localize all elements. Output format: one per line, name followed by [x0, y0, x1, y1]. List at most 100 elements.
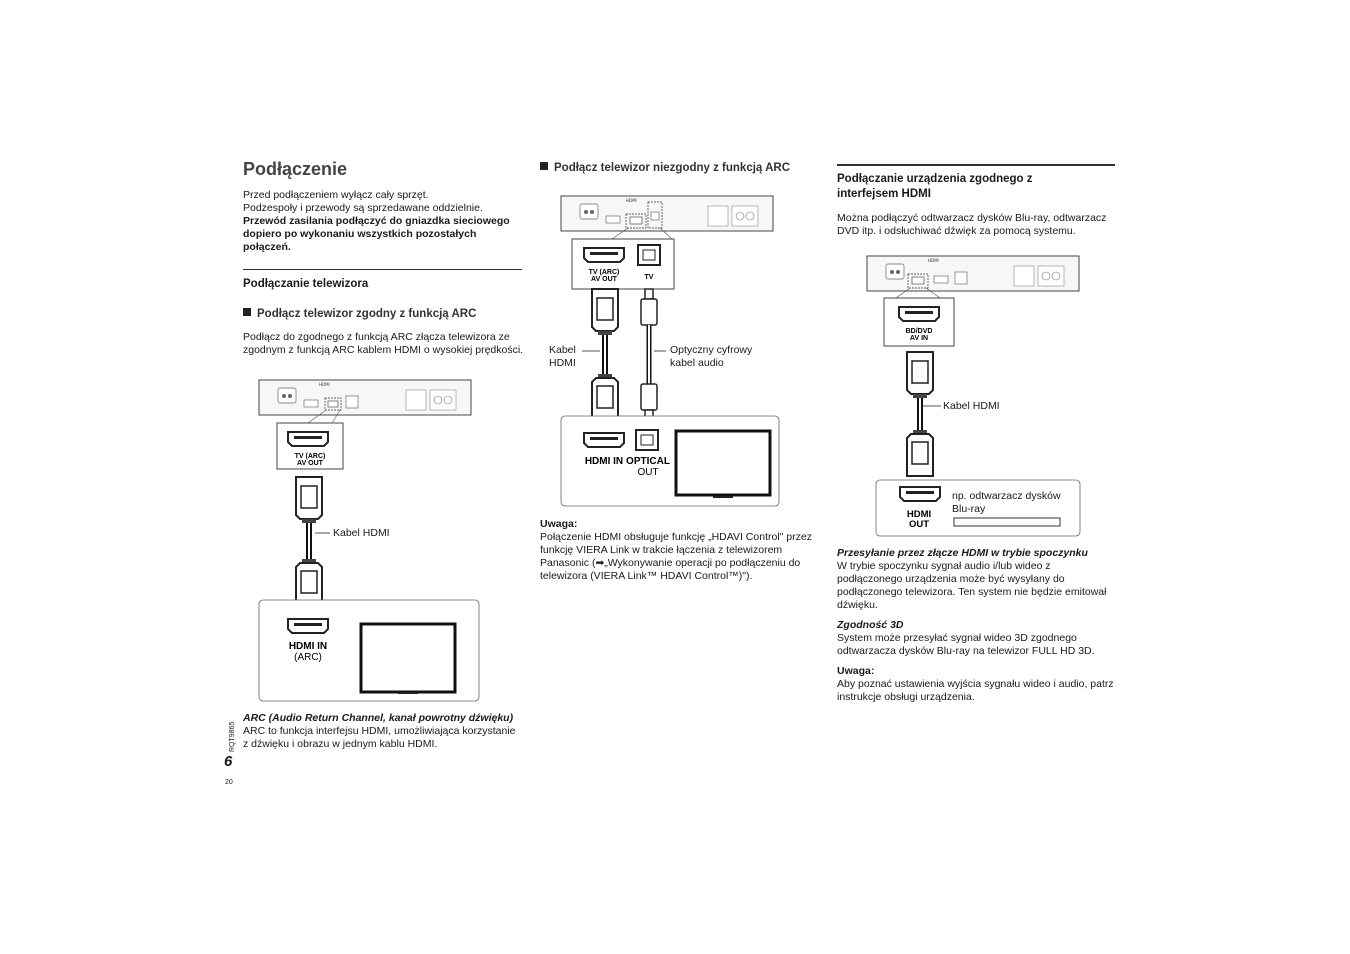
heading-line: Podłączanie urządzenia zgodnego z	[837, 173, 1033, 185]
arc-heading: Podłącz telewizor zgodny z funkcją ARC	[243, 307, 476, 322]
non-arc-heading-text: Podłącz telewizor niezgodny z funkcją AR…	[554, 162, 790, 174]
intro-line: Przed podłączeniem wyłącz cały sprzęt.	[243, 189, 429, 201]
cable-label-hdmi: HDMI	[549, 357, 576, 369]
hdmi-device-connection-diagram: HDMI BD/DVD AV IN HDMI OUT	[866, 255, 1081, 537]
note-line: Połączenie HDMI obsługuje funkcję „HDAVI…	[540, 531, 812, 543]
hdmi-input-port-highlight	[907, 273, 929, 289]
note-line: Panasonic (➡„Wykonywanie operacji po pod…	[540, 557, 801, 569]
tv-port-label-hdmi-in: HDMI IN	[289, 641, 327, 652]
optical-port-highlight	[647, 201, 663, 229]
non-arc-connection-diagram: HDMI TV (ARC) AV OUT TV HDMI IN OPTICAL …	[560, 195, 780, 507]
tv-port-label-arc: (ARC)	[294, 652, 322, 663]
3d-line: System może przesyłać sygnał wideo 3D zg…	[837, 632, 1077, 644]
hdmi-arc-port-highlight	[324, 397, 342, 411]
square-bullet-icon	[243, 308, 251, 316]
note-line: telewizora (VIERA Link™ HDAVI Control™)"…	[540, 570, 753, 582]
standby-line: podłączonego urządzenia może być wysyłan…	[837, 573, 1065, 585]
disc-tray-icon	[953, 517, 1061, 527]
hdmi-logo-small: HDMI	[928, 258, 939, 263]
arc-connection-diagram: HDMI TV (ARC) AV OUT HDMI IN (ARC)	[258, 379, 480, 702]
intro-text: Przed podłączeniem wyłącz cały sprzęt. P…	[243, 189, 533, 254]
intro-line: Można podłączyć odtwarzacz dysków Blu-ra…	[837, 212, 1107, 224]
tv-port-label-optical: OPTICAL	[626, 456, 670, 467]
arc-note: ARC (Audio Return Channel, kanał powrotn…	[243, 712, 533, 751]
cable-label-audio: kabel audio	[670, 357, 724, 369]
note-line: funkcję VIERA Link w trakcie łączenia z …	[540, 544, 783, 556]
optical-plug-icon	[644, 288, 654, 300]
section-rule	[837, 164, 1115, 166]
3d-section: Zgodność 3D System może przesyłać sygnał…	[837, 619, 1127, 658]
3d-line: odtwarzacza dysków Blu-ray na telewizor …	[837, 645, 1095, 657]
note-title: Uwaga:	[837, 665, 875, 677]
ac-inlet-icon	[885, 263, 905, 280]
intro-bold-line: Przewód zasilania podłączyć do gniazdka …	[243, 215, 510, 227]
speaker-terminal-icon	[731, 205, 759, 227]
intro-bold-line: dopiero po wykonaniu wszystkich pozostał…	[243, 228, 477, 240]
arc-heading-text: Podłącz telewizor zgodny z funkcją ARC	[257, 308, 477, 320]
port-label-av-in: AV IN	[910, 335, 928, 342]
note-line: instrukcje obsługi urządzenia.	[837, 691, 975, 703]
arc-text-line: Podłącz do zgodnego z funkcją ARC złącza…	[243, 331, 510, 343]
section-rule	[243, 269, 522, 270]
optical-port-icon	[954, 271, 968, 285]
square-bullet-icon	[540, 162, 548, 170]
tv-port-label-hdmi-in: HDMI IN	[585, 456, 623, 467]
note-title: Uwaga:	[540, 518, 578, 530]
port-label-bd-dvd: BD/DVD	[906, 328, 933, 335]
standby-title: Przesyłanie przez złącze HDMI w trybie s…	[837, 547, 1088, 559]
page-number: 6	[224, 753, 233, 770]
standby-line: W trybie spoczynku sygnał audio i/lub wi…	[837, 560, 1051, 572]
optical-port-icon	[345, 395, 359, 409]
speaker-terminal-icon	[429, 389, 457, 411]
arc-note-line: z dźwięku i obrazu w jednym kablu HDMI.	[243, 738, 438, 750]
cable-label-hdmi: Kabel HDMI	[943, 400, 1000, 412]
side-code: RQT9865	[229, 721, 236, 752]
port-label-tv-arc: TV (ARC)	[295, 453, 326, 460]
intro-bold-line: połączeń.	[243, 241, 291, 253]
standby-line: dźwięku.	[837, 599, 878, 611]
arc-note-line: ARC to funkcja interfejsu HDMI, umożliwi…	[243, 725, 516, 737]
optical-port-icon	[650, 211, 660, 221]
speaker-terminal-icon	[405, 389, 427, 411]
hdmi-device-intro: Można podłączyć odtwarzacz dysków Blu-ra…	[837, 212, 1122, 238]
intro-line: DVD itp. i odsłuchiwać dźwięk za pomocą …	[837, 225, 1076, 237]
hdmi-logo-small: HDMI	[626, 198, 637, 203]
port-label-tv: TV	[645, 274, 654, 281]
hdmi-port-icon	[303, 399, 319, 408]
device-port-label-hdmi: HDMI	[907, 509, 931, 520]
cable-label-hdmi: Kabel HDMI	[333, 527, 390, 539]
speaker-terminal-icon	[707, 205, 729, 227]
port-label-av-out: AV OUT	[591, 276, 618, 283]
ac-inlet-icon	[277, 387, 297, 404]
3d-title: Zgodność 3D	[837, 619, 904, 631]
middle-note: Uwaga: Połączenie HDMI obsługuje funkcję…	[540, 518, 825, 583]
speaker-terminal-icon	[1013, 265, 1035, 287]
arc-text-line: zgodnym z funkcją ARC kablem HDMI o wyso…	[243, 344, 524, 356]
tv-screen-icon	[674, 429, 772, 497]
optical-plug-icon	[640, 383, 658, 411]
port-label-tv-arc: TV (ARC)	[589, 269, 620, 276]
hdmi-port-icon	[605, 215, 621, 224]
ac-inlet-icon	[579, 203, 599, 220]
device-port-label-out: OUT	[909, 519, 929, 530]
tv-screen-icon	[359, 622, 457, 694]
hdmi-port-highlight	[625, 213, 647, 229]
arc-text: Podłącz do zgodnego z funkcją ARC złącza…	[243, 331, 533, 357]
hdmi-port-icon	[933, 275, 949, 284]
arc-note-title: ARC (Audio Return Channel, kanał powrotn…	[243, 712, 514, 724]
intro-line: Podzespoły i przewody są sprzedawane odd…	[243, 202, 483, 214]
non-arc-heading: Podłącz telewizor niezgodny z funkcją AR…	[540, 161, 790, 176]
device-label-line2: Blu-ray	[952, 503, 986, 515]
hdmi-device-heading: Podłączanie urządzenia zgodnego z interf…	[837, 172, 1033, 202]
section-title-tv: Podłączanie telewizora	[243, 278, 369, 290]
page-sub-number: 20	[225, 779, 233, 786]
heading-line: interfejsem HDMI	[837, 188, 931, 200]
cable-label-optical: Optyczny cyfrowy	[670, 344, 753, 356]
note-line: Aby poznać ustawienia wyjścia sygnału wi…	[837, 678, 1114, 690]
standby-section: Przesyłanie przez złącze HDMI w trybie s…	[837, 547, 1127, 612]
cable-label-kabel: Kabel	[549, 344, 576, 356]
standby-line: podłączonego telewizora. Ten system nie …	[837, 586, 1107, 598]
hdmi-logo-small: HDMI	[319, 382, 330, 387]
device-label-line1: np. odtwarzacz dysków	[952, 490, 1061, 502]
right-note: Uwaga: Aby poznać ustawienia wyjścia syg…	[837, 665, 1127, 704]
